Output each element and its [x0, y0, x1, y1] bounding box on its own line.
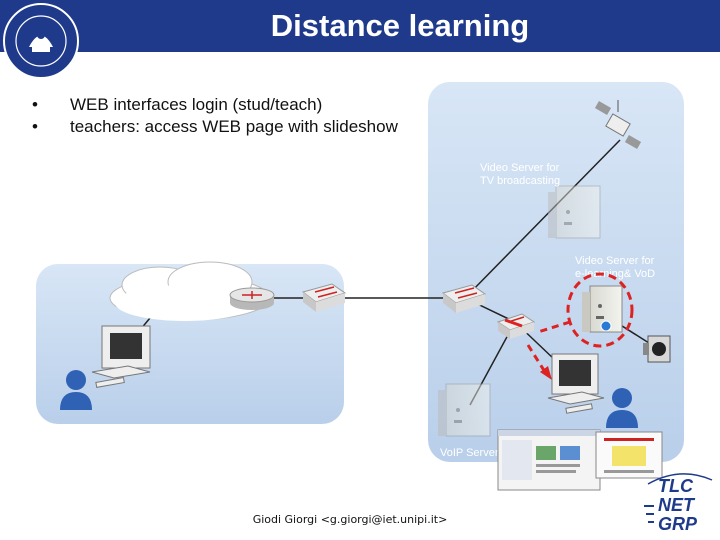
bullet-list: WEB interfaces login (stud/teach) teache… [28, 94, 408, 138]
bullet-item: WEB interfaces login (stud/teach) [28, 94, 408, 116]
video-server-elearning-icon [582, 285, 623, 333]
svg-text:NET: NET [658, 495, 696, 515]
voip-server-icon [438, 383, 491, 437]
internet-cloud-icon [109, 261, 271, 321]
router-icon [229, 287, 275, 310]
campus-site-panel [428, 82, 684, 462]
video-server-tv-label: Video Server for TV broadcasting [480, 162, 562, 187]
user-icon [606, 388, 638, 428]
video-server-elearning-label: Video Server for e-learning& VoD [575, 255, 657, 280]
footer-author: Giodi Giorgi <g.giorgi@iet.unipi.it> [252, 513, 448, 526]
satellite-icon [594, 100, 642, 149]
svg-text:TLC: TLC [658, 476, 694, 496]
bullet-item: teachers: access WEB page with slideshow [28, 116, 408, 138]
workstation-icon [91, 325, 151, 388]
video-camera-icon [643, 335, 671, 363]
network-link [464, 139, 621, 299]
page-title: Distance learning [270, 8, 530, 43]
switch-icon [301, 283, 347, 312]
web-page-screenshot [497, 429, 663, 491]
highlight-circle [566, 272, 634, 348]
workstation-icon [547, 353, 605, 414]
svg-text:GRP: GRP [658, 514, 698, 534]
tlc-net-grp-logo: TLC NET GRP [644, 473, 713, 534]
arrow-head [540, 366, 552, 380]
arrow-line [526, 344, 547, 373]
arrow-line [504, 318, 523, 328]
switch-icon [441, 284, 487, 313]
voip-server-label: VoIP Server [440, 447, 499, 459]
video-server-tv-icon [548, 185, 601, 239]
university-seal-logo [3, 3, 79, 79]
arrow-line [537, 320, 571, 334]
user-icon [60, 370, 92, 410]
title-bar [0, 0, 720, 52]
